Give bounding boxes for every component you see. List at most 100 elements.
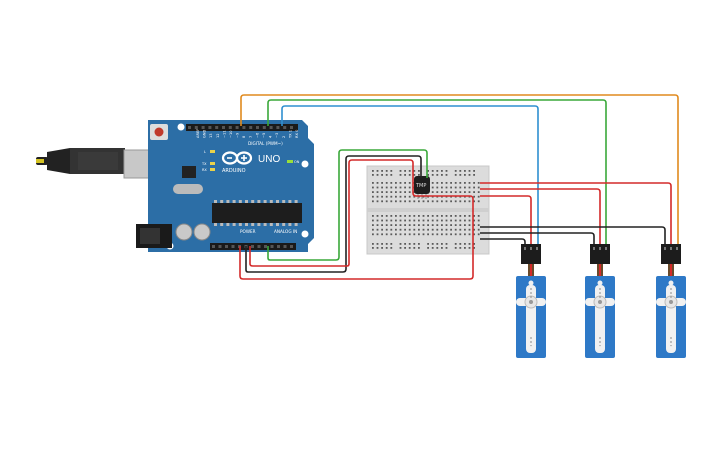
breadboard-hole[interactable] bbox=[468, 182, 471, 184]
breadboard-hole[interactable] bbox=[473, 219, 475, 222]
breadboard-hole[interactable] bbox=[381, 191, 383, 193]
breadboard-hole[interactable] bbox=[372, 174, 374, 176]
breadboard-hole[interactable] bbox=[477, 195, 480, 198]
breadboard-hole[interactable] bbox=[450, 182, 452, 184]
breadboard-hole[interactable] bbox=[436, 247, 439, 249]
breadboard-hole[interactable] bbox=[431, 182, 434, 184]
breadboard-hole[interactable] bbox=[418, 200, 420, 203]
breadboard-hole[interactable] bbox=[468, 200, 471, 203]
breadboard-hole[interactable] bbox=[408, 186, 411, 189]
breadboard-hole[interactable] bbox=[427, 247, 429, 249]
breadboard-hole[interactable] bbox=[445, 243, 448, 245]
breadboard-hole[interactable] bbox=[431, 191, 434, 193]
breadboard-hole[interactable] bbox=[468, 219, 471, 222]
header-pin[interactable] bbox=[257, 245, 261, 248]
breadboard-hole[interactable] bbox=[473, 247, 475, 249]
breadboard-hole[interactable] bbox=[436, 233, 439, 236]
breadboard-hole[interactable] bbox=[464, 228, 466, 231]
wire-red-servo-1[interactable] bbox=[480, 195, 532, 246]
breadboard-hole[interactable] bbox=[418, 219, 420, 222]
header-pin[interactable] bbox=[251, 245, 254, 248]
breadboard-hole[interactable] bbox=[413, 243, 416, 245]
breadboard-hole[interactable] bbox=[422, 219, 425, 222]
breadboard-hole[interactable] bbox=[436, 186, 439, 189]
breadboard-hole[interactable] bbox=[376, 247, 379, 249]
breadboard-hole[interactable] bbox=[395, 191, 397, 193]
breadboard-hole[interactable] bbox=[385, 200, 388, 203]
breadboard-hole[interactable] bbox=[381, 200, 383, 203]
breadboard-hole[interactable] bbox=[404, 191, 406, 193]
breadboard-hole[interactable] bbox=[454, 200, 457, 203]
wire-black-servo-3[interactable] bbox=[480, 226, 666, 246]
breadboard-hole[interactable] bbox=[381, 224, 383, 226]
breadboard-hole[interactable] bbox=[431, 215, 434, 217]
breadboard-hole[interactable] bbox=[459, 233, 462, 236]
breadboard-hole[interactable] bbox=[459, 224, 462, 226]
breadboard-hole[interactable] bbox=[390, 228, 393, 231]
breadboard-hole[interactable] bbox=[381, 195, 383, 198]
breadboard-hole[interactable] bbox=[441, 228, 443, 231]
breadboard-hole[interactable] bbox=[436, 200, 439, 203]
breadboard-hole[interactable] bbox=[477, 224, 480, 226]
breadboard-hole[interactable] bbox=[436, 182, 439, 184]
breadboard-hole[interactable] bbox=[459, 247, 462, 249]
wire-blue[interactable] bbox=[281, 105, 539, 246]
breadboard-hole[interactable] bbox=[436, 219, 439, 222]
breadboard-hole[interactable] bbox=[395, 224, 397, 226]
breadboard-hole[interactable] bbox=[381, 215, 383, 217]
breadboard-hole[interactable] bbox=[445, 219, 448, 222]
breadboard-hole[interactable] bbox=[408, 233, 411, 236]
breadboard-hole[interactable] bbox=[413, 233, 416, 236]
breadboard-hole[interactable] bbox=[473, 233, 475, 236]
breadboard-hole[interactable] bbox=[390, 174, 393, 176]
wire-black-gnd[interactable] bbox=[245, 155, 422, 273]
breadboard-hole[interactable] bbox=[385, 170, 388, 172]
breadboard-hole[interactable] bbox=[390, 170, 393, 172]
breadboard-hole[interactable] bbox=[445, 174, 448, 176]
breadboard-hole[interactable] bbox=[390, 186, 393, 189]
header-pin[interactable] bbox=[262, 126, 266, 129]
breadboard-hole[interactable] bbox=[376, 186, 379, 189]
breadboard-hole[interactable] bbox=[381, 170, 383, 172]
breadboard-hole[interactable] bbox=[459, 186, 462, 189]
breadboard-hole[interactable] bbox=[418, 224, 420, 226]
breadboard-hole[interactable] bbox=[441, 174, 443, 176]
header-pin[interactable] bbox=[215, 126, 219, 129]
breadboard-hole[interactable] bbox=[395, 219, 397, 222]
connector-pin[interactable] bbox=[664, 247, 666, 250]
breadboard-hole[interactable] bbox=[376, 182, 379, 184]
breadboard-hole[interactable] bbox=[436, 243, 439, 245]
breadboard-hole[interactable] bbox=[372, 243, 374, 245]
breadboard-hole[interactable] bbox=[454, 215, 457, 217]
header-pin[interactable] bbox=[283, 245, 287, 248]
breadboard-hole[interactable] bbox=[390, 224, 393, 226]
breadboard-hole[interactable] bbox=[464, 233, 466, 236]
breadboard-hole[interactable] bbox=[385, 243, 388, 245]
breadboard-hole[interactable] bbox=[413, 215, 416, 217]
breadboard-hole[interactable] bbox=[413, 195, 416, 198]
breadboard-hole[interactable] bbox=[399, 219, 402, 222]
breadboard-hole[interactable] bbox=[473, 243, 475, 245]
breadboard-hole[interactable] bbox=[399, 224, 402, 226]
breadboard-hole[interactable] bbox=[473, 200, 475, 203]
breadboard-hole[interactable] bbox=[477, 182, 480, 184]
breadboard-hole[interactable] bbox=[422, 224, 425, 226]
connector-pin[interactable] bbox=[599, 247, 601, 250]
breadboard-hole[interactable] bbox=[381, 243, 383, 245]
breadboard-hole[interactable] bbox=[395, 182, 397, 184]
breadboard-hole[interactable] bbox=[404, 228, 406, 231]
breadboard-hole[interactable] bbox=[385, 191, 388, 193]
breadboard-hole[interactable] bbox=[454, 224, 457, 226]
breadboard-hole[interactable] bbox=[431, 233, 434, 236]
breadboard-hole[interactable] bbox=[413, 247, 416, 249]
breadboard-hole[interactable] bbox=[408, 182, 411, 184]
breadboard-hole[interactable] bbox=[477, 219, 480, 222]
breadboard-hole[interactable] bbox=[372, 195, 374, 198]
breadboard-hole[interactable] bbox=[381, 247, 383, 249]
breadboard-hole[interactable] bbox=[413, 170, 416, 172]
breadboard-hole[interactable] bbox=[385, 224, 388, 226]
breadboard-hole[interactable] bbox=[454, 233, 457, 236]
breadboard-hole[interactable] bbox=[385, 174, 388, 176]
breadboard-hole[interactable] bbox=[436, 228, 439, 231]
breadboard-hole[interactable] bbox=[464, 182, 466, 184]
